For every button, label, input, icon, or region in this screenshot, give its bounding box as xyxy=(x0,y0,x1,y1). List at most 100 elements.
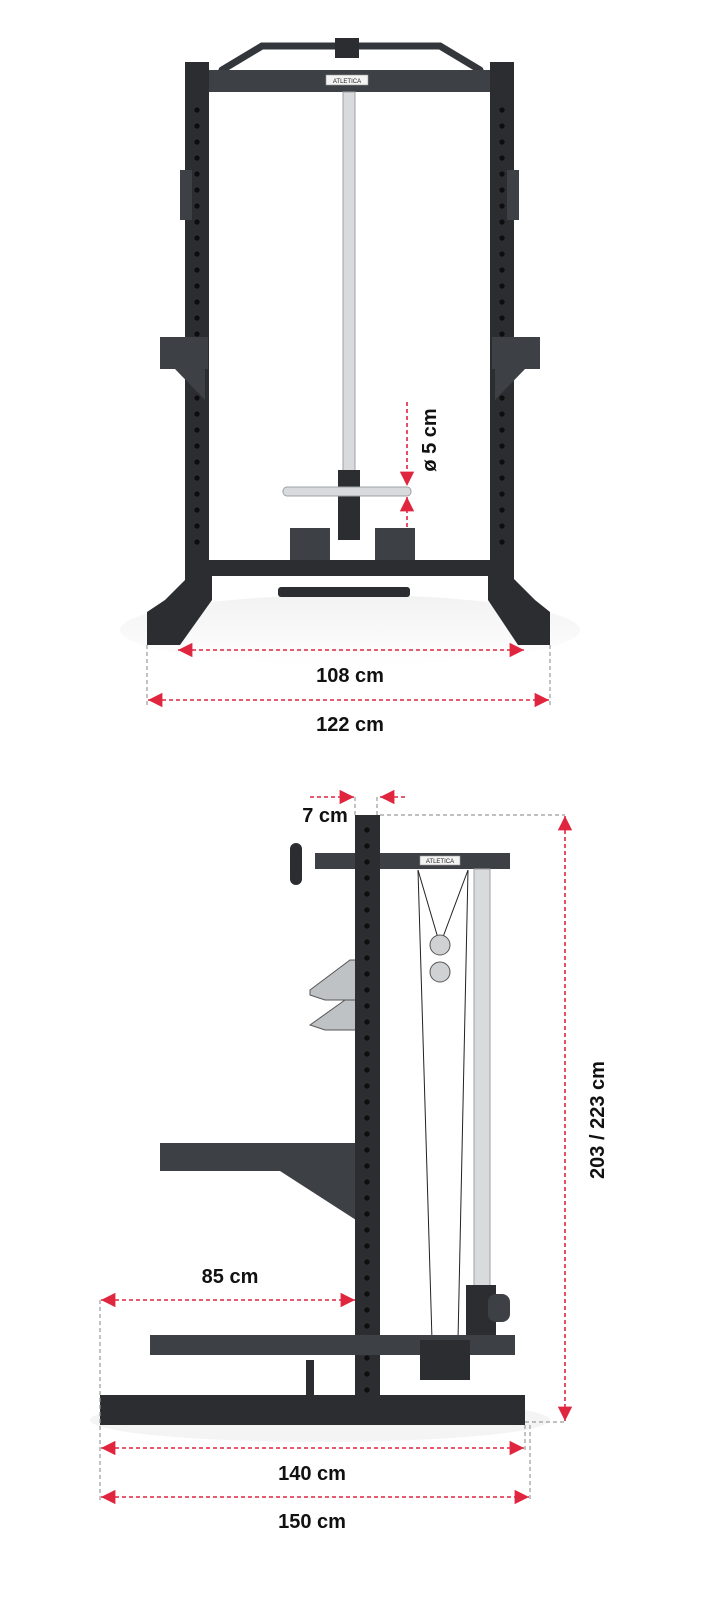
upright-hole xyxy=(364,1179,370,1185)
upright-hole xyxy=(499,443,505,449)
weight-carriage xyxy=(338,470,360,540)
upright-hole xyxy=(499,107,505,113)
outer-depth-label: 150 cm xyxy=(278,1511,346,1533)
upright-hole xyxy=(364,987,370,993)
upright-hole xyxy=(364,875,370,881)
upright-hole xyxy=(364,1259,370,1265)
upright-hole xyxy=(194,491,200,497)
upright-hole xyxy=(194,139,200,145)
upright-hole xyxy=(364,1227,370,1233)
loading-pin xyxy=(282,486,412,497)
upright-hole xyxy=(499,459,505,465)
upright-hole xyxy=(499,315,505,321)
inner-width-label: 108 cm xyxy=(316,665,384,687)
upright-hole xyxy=(194,187,200,193)
upright-hole xyxy=(194,395,200,401)
right-foot xyxy=(488,560,550,645)
upright-hole xyxy=(499,219,505,225)
upright-hole xyxy=(499,523,505,529)
upright-hole xyxy=(364,1051,370,1057)
side-brand-plate xyxy=(419,855,461,866)
upright-hole xyxy=(194,523,200,529)
spotter-depth-label: 85 cm xyxy=(202,1266,259,1288)
upright-hole xyxy=(364,1195,370,1201)
upright-hole xyxy=(364,843,370,849)
pulley-top xyxy=(429,934,451,956)
inner-depth-label: 140 cm xyxy=(278,1463,346,1485)
top-beam xyxy=(315,853,510,869)
upright-hole xyxy=(194,203,200,209)
foot-plate-side xyxy=(420,1340,470,1380)
spotter-arm xyxy=(160,1143,375,1171)
upright-hole xyxy=(499,411,505,417)
side-dimensions: 7 cm 203 / 223 cm 85 cm 140 cm 150 cm xyxy=(99,789,609,1533)
upright-hole xyxy=(364,1147,370,1153)
upright-hole xyxy=(364,1211,370,1217)
upright-hole xyxy=(499,123,505,129)
upright-hole xyxy=(364,1371,370,1377)
upright-hole xyxy=(364,955,370,961)
upright-hole xyxy=(364,1323,370,1329)
front-view-rack: ATLETICA xyxy=(120,38,580,665)
base-crossmember xyxy=(205,560,495,576)
upright-hole xyxy=(194,107,200,113)
upright-hole xyxy=(194,507,200,513)
upright-hole xyxy=(499,139,505,145)
upright-hole xyxy=(499,155,505,161)
upright-hole xyxy=(499,331,505,337)
upright-hole xyxy=(364,1387,370,1393)
upright-hole xyxy=(194,443,200,449)
upright-hole xyxy=(499,171,505,177)
upright-hole xyxy=(194,155,200,161)
upright-hole xyxy=(364,859,370,865)
upright-hole xyxy=(364,939,370,945)
upright-hole xyxy=(364,1163,370,1169)
upright-hole xyxy=(194,315,200,321)
upright-hole xyxy=(194,251,200,257)
right-foot-plate xyxy=(375,528,415,562)
right-j-hook xyxy=(507,170,519,220)
left-foot-plate xyxy=(290,528,330,562)
upright-hole xyxy=(194,539,200,545)
upright-hole xyxy=(364,891,370,897)
upright-hole xyxy=(364,907,370,913)
upright-hole xyxy=(364,1275,370,1281)
upright-hole xyxy=(364,1099,370,1105)
upright-hole xyxy=(499,203,505,209)
upright-hole xyxy=(364,1083,370,1089)
upright-hole xyxy=(364,1243,370,1249)
upright-hole xyxy=(364,1291,370,1297)
brand-logo: ATLETICA xyxy=(333,79,361,85)
upright-hole xyxy=(194,171,200,177)
guide-rod xyxy=(342,91,356,473)
upright-hole xyxy=(499,539,505,545)
height-label: 203 / 223 cm xyxy=(587,1061,609,1179)
side-guide-rod xyxy=(473,868,491,1290)
upright-hole xyxy=(499,475,505,481)
upright-width-label: 7 cm xyxy=(302,805,348,827)
upright-hole xyxy=(364,1019,370,1025)
upright-hole xyxy=(364,1035,370,1041)
upright-hole xyxy=(499,235,505,241)
upright-hole xyxy=(364,923,370,929)
floor-bar xyxy=(278,587,410,597)
side-view-rack: ATLETICA xyxy=(90,815,550,1442)
left-foot xyxy=(147,560,212,645)
upright-hole xyxy=(194,219,200,225)
upright-hole xyxy=(364,1355,370,1361)
upright-hole xyxy=(194,283,200,289)
j-hook-lower xyxy=(308,999,357,1031)
upright-hole xyxy=(194,235,200,241)
front-dimensions: 108 cm 122 cm ø 5 cm xyxy=(146,402,551,736)
right-safety-arm xyxy=(492,337,540,369)
upright-hole xyxy=(364,827,370,833)
pulley-bottom xyxy=(429,961,451,983)
upright-hole xyxy=(194,331,200,337)
upright-hole xyxy=(499,267,505,273)
j-hook-upper xyxy=(309,959,357,1001)
upright-hole xyxy=(194,427,200,433)
outer-base xyxy=(100,1395,525,1425)
upright-hole xyxy=(499,491,505,497)
upright-hole xyxy=(194,475,200,481)
